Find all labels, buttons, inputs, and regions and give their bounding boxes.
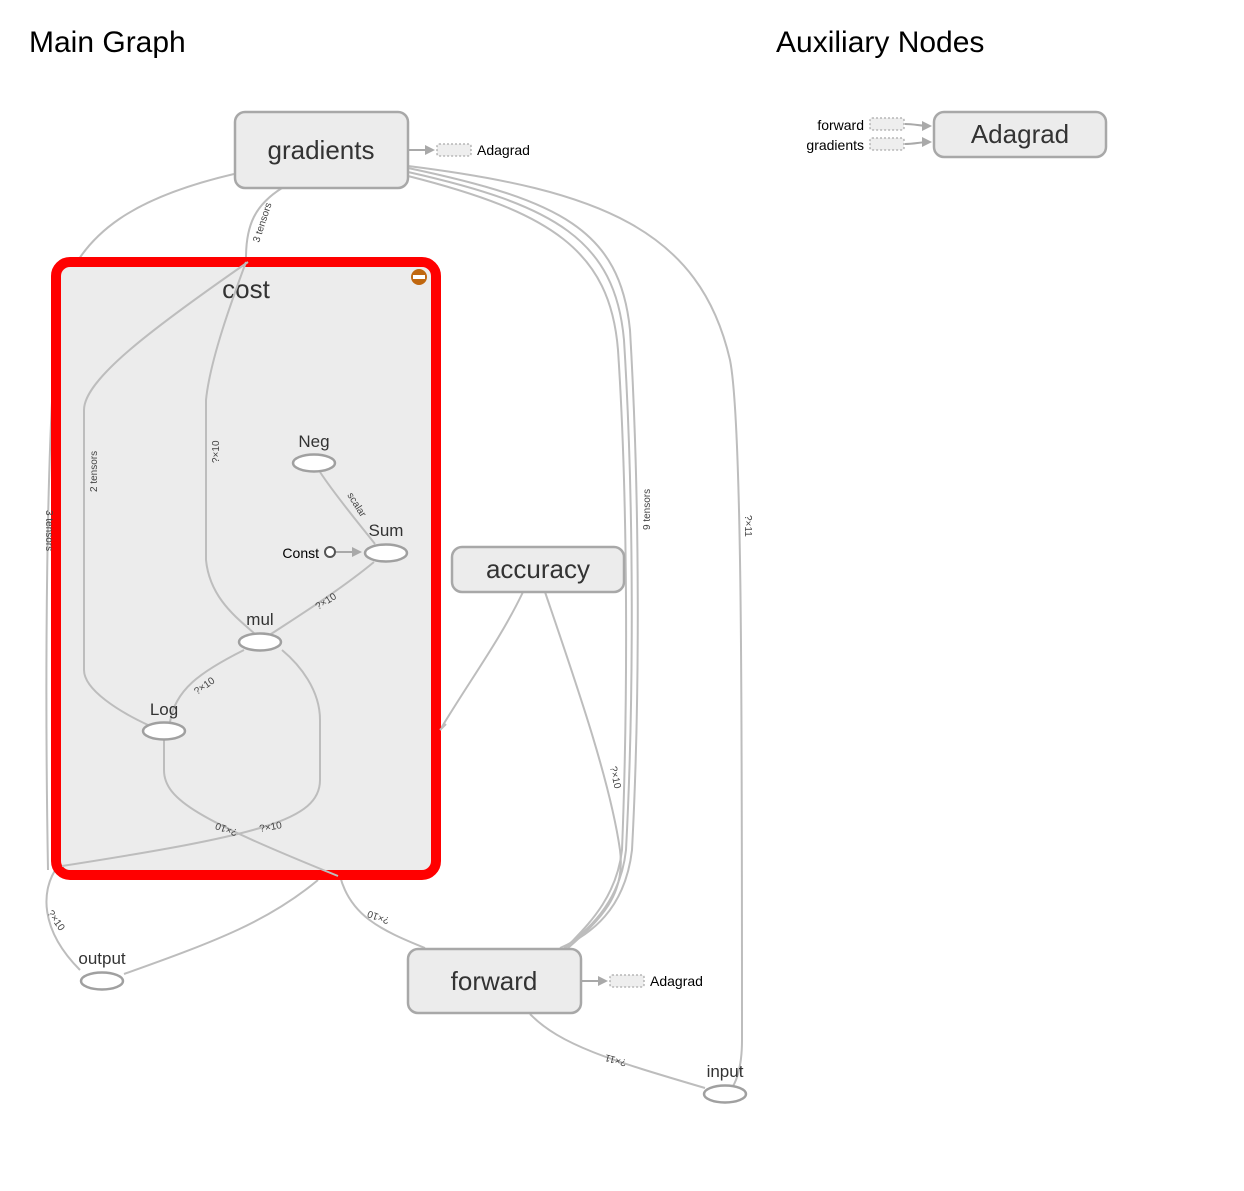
edge-label-gradients-input: ?×11 bbox=[742, 515, 753, 537]
aux-gradients-ref[interactable]: gradients bbox=[806, 137, 905, 153]
mul-node[interactable]: mul bbox=[237, 610, 283, 652]
accuracy-node[interactable]: accuracy bbox=[450, 545, 626, 594]
aux-adagrad-node[interactable]: Adagrad bbox=[932, 110, 1108, 159]
forward-label: forward bbox=[451, 966, 538, 996]
gradients-adagrad-label: Adagrad bbox=[477, 142, 530, 158]
aux-gradients-ghost[interactable] bbox=[869, 137, 905, 151]
mul-label: mul bbox=[246, 610, 273, 629]
cost-group-box[interactable] bbox=[51, 257, 441, 880]
accuracy-box[interactable] bbox=[450, 545, 626, 594]
forward-adagrad-ghost[interactable] bbox=[609, 974, 645, 988]
edge-label-forward-left: ?×10 bbox=[366, 907, 391, 925]
gradients-label: gradients bbox=[268, 135, 375, 165]
gradients-node[interactable]: gradients bbox=[233, 110, 410, 190]
edge-label-left-outer: 3 tensors bbox=[43, 510, 54, 551]
edge-label-mul-forward: ?×10 bbox=[259, 820, 284, 835]
neg-ellipse[interactable] bbox=[291, 453, 337, 473]
output-label: output bbox=[78, 949, 126, 968]
edge-cost-output bbox=[123, 879, 319, 975]
neg-label: Neg bbox=[298, 432, 329, 451]
neg-node[interactable]: Neg bbox=[291, 432, 337, 473]
const-label: Const bbox=[282, 545, 319, 561]
edge-accuracy-forward bbox=[544, 591, 622, 949]
edge-accuracy-cost bbox=[439, 591, 524, 731]
input-ellipse[interactable] bbox=[702, 1084, 748, 1104]
aux-forward-ghost[interactable] bbox=[869, 117, 905, 131]
input-label: input bbox=[707, 1062, 744, 1081]
forward-box[interactable] bbox=[406, 947, 583, 1015]
edge-cost-forward bbox=[339, 875, 426, 949]
cost-label: cost bbox=[222, 274, 270, 304]
auxiliary-nodes-title: Auxiliary Nodes bbox=[776, 26, 984, 59]
edge-label-two-tensors: 2 tensors bbox=[89, 451, 100, 492]
edge-label-forward-input: ?×11 bbox=[603, 1051, 627, 1067]
cost-group[interactable]: cost bbox=[51, 257, 441, 880]
mul-ellipse[interactable] bbox=[237, 632, 283, 652]
aux-forward-label: forward bbox=[817, 117, 864, 133]
edge-gradients-forward-a bbox=[407, 167, 639, 949]
aux-forward-ref[interactable]: forward bbox=[817, 117, 905, 133]
aux-adagrad-box[interactable] bbox=[932, 110, 1108, 159]
edge-aux-gradients bbox=[904, 137, 932, 148]
collapse-icon[interactable] bbox=[411, 269, 427, 285]
gradients-adagrad-ghost[interactable] bbox=[436, 143, 472, 157]
edge-gradients-input bbox=[407, 165, 744, 1091]
gradients-adagrad-ref[interactable]: Adagrad bbox=[436, 142, 530, 158]
edge-aux-forward bbox=[904, 120, 932, 131]
edge-label-accuracy-forward: ?×10 bbox=[607, 765, 623, 790]
log-ellipse[interactable] bbox=[141, 721, 187, 741]
edge-label-output-left: ?×10 bbox=[45, 908, 67, 933]
edge-label-mul-left: ?×10 bbox=[211, 440, 222, 463]
sum-node[interactable]: Sum bbox=[363, 521, 409, 563]
sum-ellipse[interactable] bbox=[363, 543, 409, 563]
edge-label-nine-tensors: 9 tensors bbox=[642, 489, 653, 530]
cost-inner-edges bbox=[61, 261, 447, 877]
edge-gradients-forward-c bbox=[407, 175, 628, 949]
forward-adagrad-ref[interactable]: Adagrad bbox=[609, 973, 703, 989]
log-node[interactable]: Log bbox=[141, 700, 187, 741]
edge-left-output bbox=[45, 865, 81, 971]
output-node[interactable]: output bbox=[78, 949, 126, 991]
accuracy-label: accuracy bbox=[486, 554, 590, 584]
const-circle[interactable] bbox=[324, 546, 336, 558]
sum-label: Sum bbox=[369, 521, 404, 540]
output-ellipse[interactable] bbox=[79, 971, 125, 991]
const-node[interactable]: Const bbox=[282, 545, 336, 561]
forward-node[interactable]: forward bbox=[406, 947, 583, 1015]
aux-adagrad-label: Adagrad bbox=[971, 119, 1069, 149]
aux-gradients-label: gradients bbox=[806, 137, 864, 153]
gradients-box[interactable] bbox=[233, 110, 410, 190]
log-label: Log bbox=[150, 700, 178, 719]
input-node[interactable]: input bbox=[702, 1062, 748, 1104]
edge-label-three-tensors: 3 tensors bbox=[251, 201, 274, 244]
edge-forward-input bbox=[529, 1013, 706, 1089]
main-graph-title: Main Graph bbox=[29, 26, 186, 59]
forward-adagrad-label: Adagrad bbox=[650, 973, 703, 989]
